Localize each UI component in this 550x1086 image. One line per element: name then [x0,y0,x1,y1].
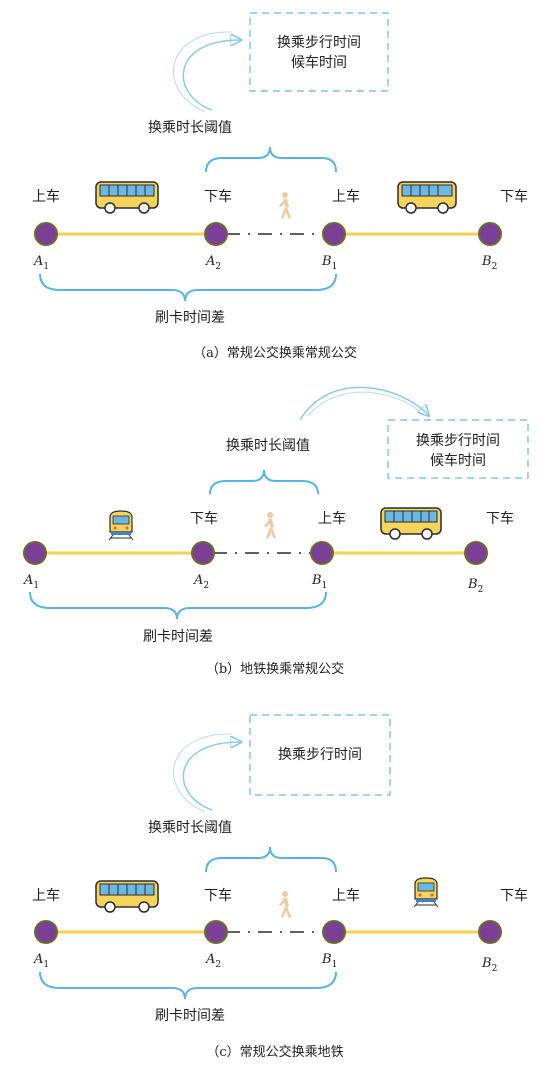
stop-node-b2 [464,541,488,565]
alight-label-2: 下车 [500,887,528,904]
node-label-a1: A1 [23,573,39,591]
node-label-a2: A2 [193,573,209,591]
caption: （a）常规公交换乘常规公交 [193,345,357,361]
caption: （b）地铁换乘常规公交 [206,661,344,677]
walking-person-icon [264,512,276,539]
stop-node-b1 [322,920,346,944]
metro-icon [413,877,439,908]
stop-node-b1 [322,222,346,246]
swipe-brace [39,273,337,302]
alight-label-1: 下车 [190,510,218,527]
swipe-label: 刷卡时间差 [143,629,213,645]
swoop-arrow-ribbon [173,733,233,813]
stop-node-b2 [478,222,502,246]
threshold-label: 换乘时长阈值 [148,119,232,136]
node-label-a1: A1 [33,952,49,970]
node-label-b2: B2 [481,956,497,974]
stop-node-a1 [23,541,47,565]
metro-icon [108,510,134,541]
alight-label-2: 下车 [486,510,514,527]
alight-label-2: 下车 [500,188,528,205]
box-line-2: 候车时间 [430,452,486,469]
panel-b: 换乘步行时间 候车时间 换乘时长阈值 下车 上车 下车 [23,386,529,677]
stop-node-a2 [204,920,228,944]
bus-icon [95,880,159,913]
bus-icon [397,181,457,214]
node-label-a2: A2 [205,952,221,970]
node-label-a2: A2 [205,254,221,272]
threshold-brace [205,846,337,873]
swipe-label: 刷卡时间差 [155,310,225,326]
stop-node-b2 [478,920,502,944]
walking-person-icon [279,891,291,918]
threshold-label: 换乘时长阈值 [148,819,232,836]
swipe-label: 刷卡时间差 [155,1008,225,1024]
bus-icon [95,181,159,214]
swoop-arrow-ribbon [307,391,421,417]
node-label-b1: B1 [321,254,337,272]
swoop-arrow [182,742,240,811]
swipe-brace [29,591,327,620]
threshold-brace [209,469,319,495]
threshold-label: 换乘时长阈值 [226,437,310,454]
swoop-arrow [182,40,240,111]
panel-c: 换乘步行时间 换乘时长阈值 上车 下车 上车 下车 [32,714,528,1060]
node-label-b2: B2 [467,577,483,595]
node-label-a1: A1 [33,254,49,272]
node-label-b1: B1 [311,573,327,591]
board-label-2: 上车 [332,188,360,205]
board-label-1: 上车 [32,188,60,205]
box-line-2: 候车时间 [291,54,347,71]
caption: （c）常规公交换乘地铁 [206,1044,343,1060]
box-line-1: 换乘步行时间 [277,34,361,51]
stop-node-a2 [191,541,215,565]
node-label-b1: B1 [321,952,337,970]
stop-node-a1 [34,222,58,246]
swoop-arrow-ribbon [173,31,233,113]
swoop-arrow [299,386,428,421]
dashed-box-a [249,12,389,92]
dashed-box-b [387,419,529,479]
stop-node-b1 [310,541,334,565]
box-line-1: 换乘步行时间 [278,746,362,763]
panel-a: 换乘步行时间 候车时间 换乘时长阈值 上车 下车 上车 下车 [32,12,528,361]
alight-label-1: 下车 [204,887,232,904]
threshold-brace [205,146,337,173]
bus-icon [380,507,442,540]
board-label-2: 上车 [332,887,360,904]
dashed-box-c [249,714,391,796]
board-label-1: 上车 [32,887,60,904]
stop-node-a2 [204,222,228,246]
walking-person-icon [279,192,291,219]
board-label-2: 上车 [318,510,346,527]
alight-label-1: 下车 [204,188,232,205]
node-label-b2: B2 [481,254,497,272]
swipe-brace [39,971,337,1000]
stop-node-a1 [34,920,58,944]
box-line-1: 换乘步行时间 [416,432,500,449]
